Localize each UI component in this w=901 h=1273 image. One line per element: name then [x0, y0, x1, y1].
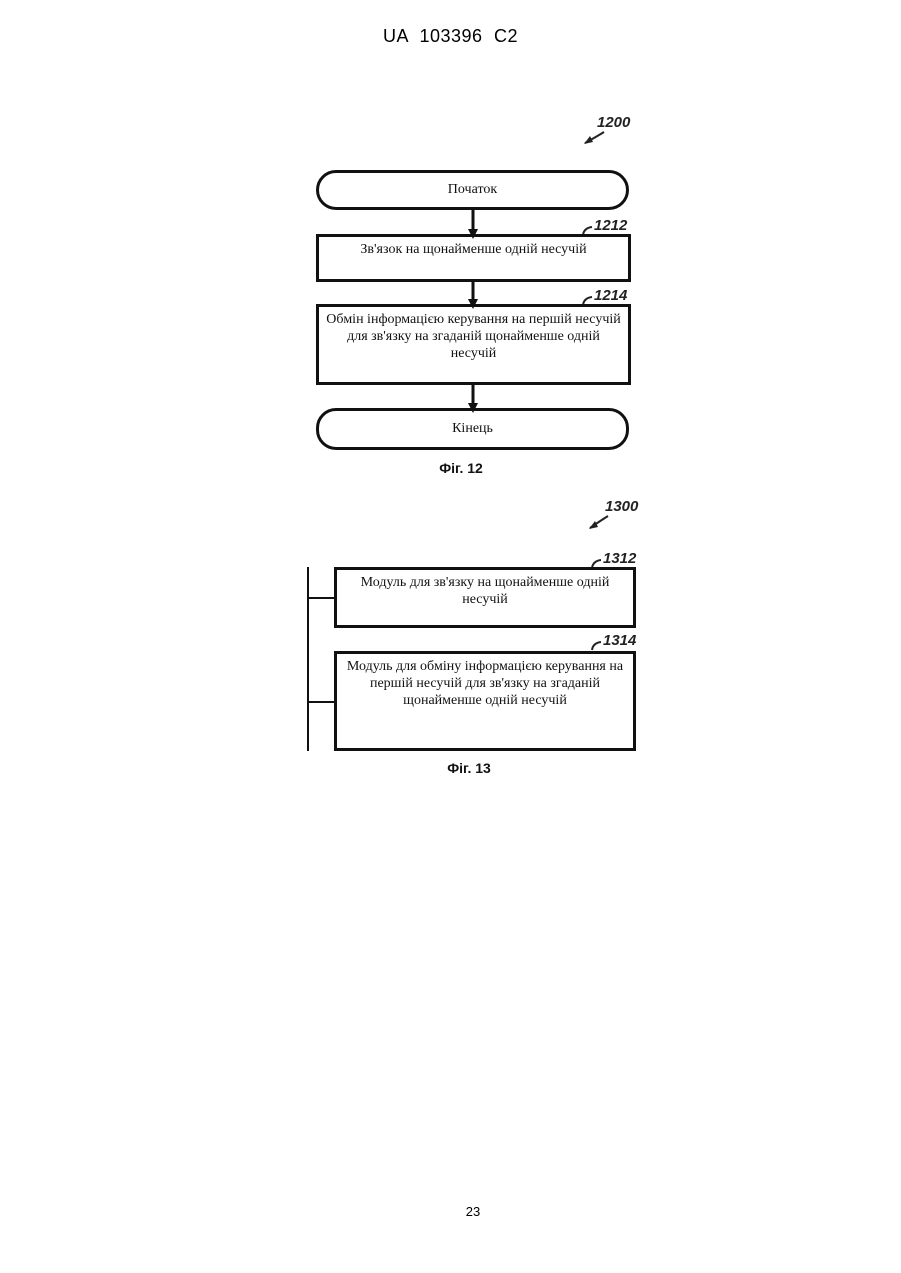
- step2-ref: 1214: [594, 287, 627, 304]
- start-label: Початок: [448, 182, 497, 198]
- start-terminal: Початок: [316, 170, 629, 210]
- end-terminal: Кінець: [316, 408, 629, 450]
- step1-ref: 1212: [594, 217, 627, 234]
- page-number: 23: [0, 1204, 901, 1219]
- module2-box: Модуль для обміну інформацією керування …: [334, 651, 636, 751]
- step1-text: Зв'язок на щонайменше одній несучій: [360, 241, 586, 258]
- module2-text: Модуль для обміну інформацією керування …: [341, 658, 629, 709]
- figure12-ref: 1200: [597, 114, 630, 131]
- step2-text: Обмін інформацією керування на першій не…: [323, 311, 624, 362]
- figure13-caption: Фіг. 13: [419, 760, 519, 776]
- end-label: Кінець: [452, 421, 493, 437]
- module1-box: Модуль для зв'язку на щонайменше одній н…: [334, 567, 636, 628]
- figure12-caption: Фіг. 12: [411, 460, 511, 476]
- module1-text: Модуль для зв'язку на щонайменше одній н…: [341, 574, 629, 608]
- module1-ref: 1312: [603, 550, 636, 567]
- leader-1314: [592, 642, 601, 650]
- step1-box: Зв'язок на щонайменше одній несучій: [316, 234, 631, 282]
- step2-box: Обмін інформацією керування на першій не…: [316, 304, 631, 385]
- module2-ref: 1314: [603, 632, 636, 649]
- figure13-ref: 1300: [605, 498, 638, 515]
